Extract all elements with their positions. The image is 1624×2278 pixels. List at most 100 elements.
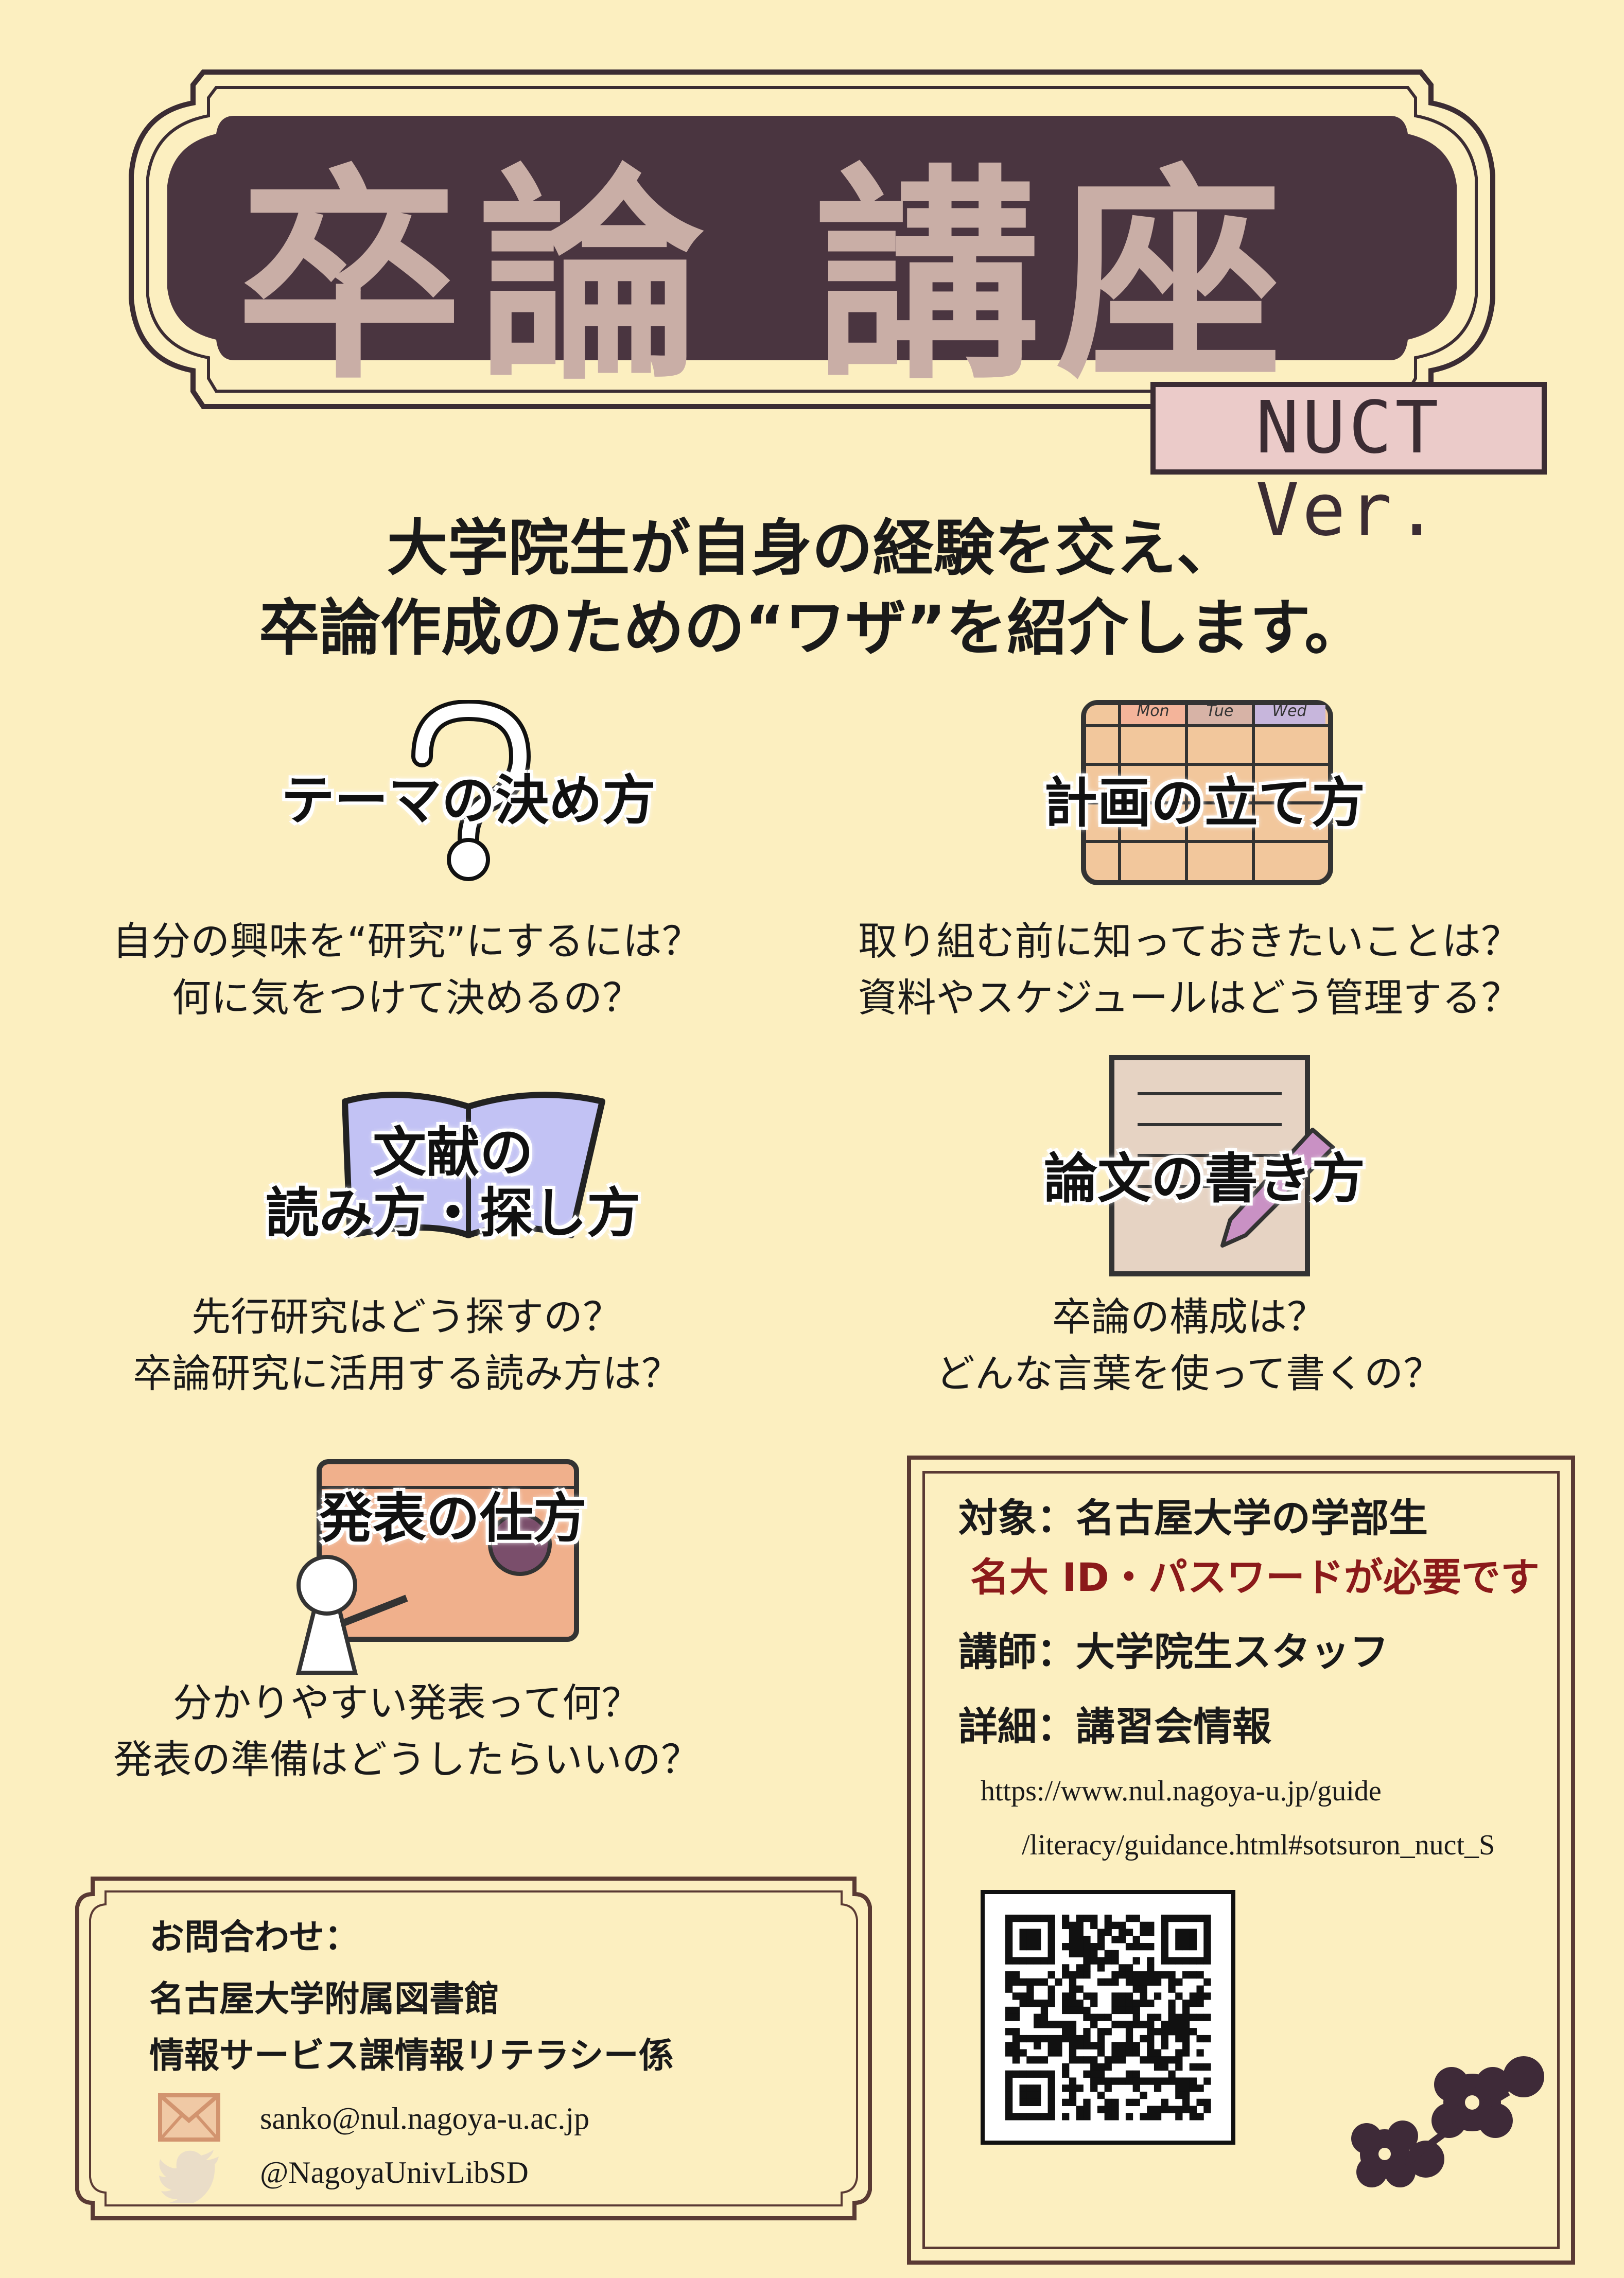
qr-module [1005, 2091, 1013, 2099]
qr-module [1005, 2028, 1013, 2036]
qr-module [1196, 2013, 1204, 2021]
qr-module [1069, 2098, 1077, 2106]
qr-module [1175, 1936, 1183, 1943]
qr-module [1140, 1971, 1147, 1979]
paper-pen-icon [1109, 1055, 1335, 1276]
qr-module [1076, 2113, 1084, 2121]
qr-module [1147, 2035, 1155, 2043]
qr-code[interactable] [981, 1890, 1235, 2145]
qr-module [1175, 2084, 1183, 2092]
qr-module [1196, 2049, 1204, 2057]
qr-module [1047, 1971, 1055, 1979]
qr-module [1026, 1929, 1034, 1936]
topic-theme-q2: 何に気をつけて決めるの？ [172, 975, 641, 1021]
qr-module [1026, 2035, 1034, 2043]
qr-module [1140, 2113, 1147, 2121]
mail-icon [158, 2093, 220, 2142]
qr-module [1019, 2098, 1027, 2106]
qr-module [1026, 2070, 1034, 2078]
qr-module [1104, 1957, 1112, 1965]
contact-twitter[interactable]: @NagoyaUnivLibSD [260, 2156, 529, 2189]
qr-module [1034, 2000, 1041, 2007]
qr-module [1182, 2000, 1190, 2007]
qr-module [1097, 2063, 1105, 2071]
page-title: 卒論 講座 [236, 146, 1298, 410]
qr-module [1040, 2000, 1049, 2007]
qr-module [1111, 1957, 1119, 1965]
qr-module [1083, 2113, 1091, 2121]
qr-module [1154, 2049, 1162, 2057]
qr-module [1055, 1978, 1062, 1986]
qr-module [1140, 1929, 1147, 1936]
qr-module [1119, 2006, 1126, 2014]
qr-module [1019, 2091, 1027, 2099]
qr-module [1154, 2028, 1162, 2036]
qr-module [1090, 2070, 1098, 2078]
topic-plan-q2: 資料やスケジュールはどう管理する？ [858, 975, 1521, 1021]
qr-module [1104, 2077, 1112, 2085]
qr-module [1203, 1978, 1211, 1986]
qr-module [1062, 2035, 1070, 2043]
qr-module [1147, 2049, 1155, 2057]
qr-module [1097, 2106, 1105, 2113]
qr-module [1083, 2013, 1091, 2021]
qr-module [1097, 2028, 1105, 2036]
qr-module [1111, 2077, 1119, 2085]
qr-module [1154, 2056, 1162, 2064]
qr-module [1175, 2049, 1183, 2057]
contact-email[interactable]: sanko@nul.nagoya-u.ac.jp [260, 2101, 590, 2135]
qr-module [1026, 2084, 1034, 2092]
qr-module [1034, 2056, 1041, 2064]
qr-module [1062, 2113, 1070, 2121]
qr-module [1034, 1978, 1041, 1986]
qr-module [1090, 1957, 1098, 1965]
qr-module [1055, 2021, 1062, 2028]
qr-module [1047, 1915, 1055, 1922]
qr-module [1047, 1921, 1055, 1930]
qr-module [1069, 2006, 1077, 2014]
qr-module [1047, 2106, 1055, 2113]
topic-presentation-q2: 発表の準備はどうしたらいいの？ [113, 1737, 700, 1782]
qr-module [1119, 2000, 1126, 2007]
qr-module [1012, 2070, 1020, 2078]
qr-module [1203, 2013, 1211, 2021]
qr-module [1090, 2084, 1098, 2092]
qr-module [1019, 1978, 1027, 1986]
qr-module [1161, 1915, 1168, 1922]
qr-module [1203, 2077, 1211, 2085]
qr-module [1090, 2077, 1098, 2085]
info-url-2[interactable]: /literacy/guidance.html#sotsuron_nuct_S [1022, 1829, 1495, 1861]
qr-module [1168, 2006, 1176, 2014]
qr-module [1203, 2035, 1211, 2043]
qr-module [1097, 1936, 1105, 1943]
qr-module [1040, 2006, 1049, 2014]
qr-module [1062, 1943, 1070, 1951]
qr-module [1132, 1985, 1140, 1993]
qr-module [1125, 1964, 1133, 1972]
qr-module [1076, 2042, 1084, 2049]
qr-module [1161, 2042, 1168, 2049]
qr-module [1062, 2028, 1070, 2036]
qr-module [1034, 2013, 1041, 2021]
qr-module [1189, 1936, 1197, 1943]
qr-module [1119, 2077, 1126, 2085]
qr-module [1203, 1921, 1211, 1930]
contact-org-1: 名古屋大学附属図書館 [149, 1979, 500, 2020]
qr-module [1034, 1957, 1041, 1965]
qr-module [1034, 2035, 1041, 2043]
qr-module [1083, 2070, 1091, 2078]
qr-module [1090, 1943, 1098, 1951]
qr-module [1005, 1929, 1013, 1936]
qr-module [1090, 1921, 1098, 1930]
qr-module [1125, 2028, 1133, 2036]
qr-module [1182, 2042, 1190, 2049]
qr-module [1168, 1971, 1176, 1979]
qr-module [1161, 2098, 1168, 2106]
qr-module [1203, 1957, 1211, 1965]
qr-module [1090, 2056, 1098, 2064]
qr-module [1119, 1971, 1126, 1979]
qr-module [1104, 1978, 1112, 1986]
info-url-1[interactable]: https://www.nul.nagoya-u.jp/guide [981, 1775, 1382, 1807]
qr-module [1005, 1943, 1013, 1951]
qr-module [1132, 2006, 1140, 2014]
